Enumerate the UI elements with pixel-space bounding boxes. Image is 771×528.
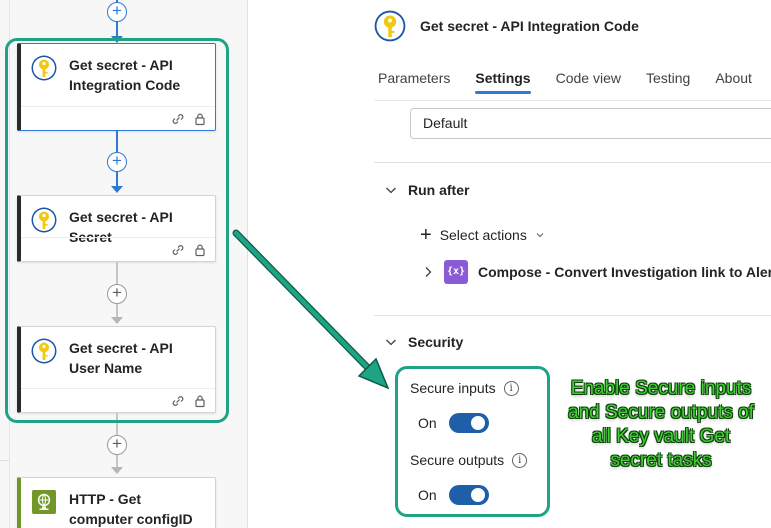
tab-testing[interactable]: Testing	[646, 70, 690, 94]
connector-line	[116, 172, 118, 186]
connector-arrow	[111, 317, 123, 324]
info-icon[interactable]: i	[504, 381, 519, 396]
annotation-callout-text: Enable Secure inputs and Secure outputs …	[566, 377, 756, 473]
compose-icon: {x}	[444, 260, 468, 284]
security-title: Security	[408, 334, 463, 350]
key-vault-icon	[374, 10, 406, 42]
run-after-title: Run after	[408, 182, 469, 198]
connector-line	[116, 413, 118, 435]
lock-icon[interactable]	[193, 243, 207, 257]
add-step-button[interactable]: +	[107, 435, 127, 455]
secure-inputs-toggle-row: On	[418, 413, 489, 433]
action-card-http-get-computer-configid[interactable]: HTTP - Get computer configID from	[17, 477, 216, 528]
secure-outputs-toggle[interactable]	[449, 485, 489, 505]
connector-arrow	[111, 467, 123, 474]
card-footer	[21, 237, 215, 261]
connector-line	[116, 131, 118, 152]
secure-inputs-toggle[interactable]	[449, 413, 489, 433]
run-after-header[interactable]: Run after	[384, 182, 469, 198]
card-footer	[21, 106, 215, 130]
add-icon: +	[420, 227, 432, 243]
tab-settings[interactable]: Settings	[475, 70, 530, 94]
link-icon[interactable]	[171, 112, 185, 126]
link-icon[interactable]	[171, 394, 185, 408]
select-actions-button[interactable]: + Select actions	[420, 227, 545, 243]
security-header[interactable]: Security	[384, 334, 463, 350]
add-step-button[interactable]: +	[107, 152, 127, 172]
lock-icon[interactable]	[193, 394, 207, 408]
chevron-down-icon	[384, 335, 398, 349]
gutter-divider	[0, 460, 10, 461]
section-divider	[374, 315, 771, 316]
tab-parameters[interactable]: Parameters	[378, 70, 450, 94]
panel-tabs: Parameters Settings Code view Testing Ab…	[378, 70, 752, 94]
link-icon[interactable]	[171, 243, 185, 257]
key-vault-icon	[31, 207, 57, 233]
card-title: Get secret - API User Name	[69, 338, 207, 378]
key-vault-icon	[31, 338, 57, 364]
run-after-item-label: Compose - Convert Investigation link to …	[478, 264, 771, 280]
toggle-knob	[471, 488, 485, 502]
tabs-divider	[374, 100, 771, 101]
settings-dropdown[interactable]: Default	[410, 108, 771, 139]
tab-code-view[interactable]: Code view	[556, 70, 621, 94]
lock-icon[interactable]	[193, 112, 207, 126]
secure-inputs-state: On	[418, 415, 437, 431]
secure-inputs-label: Secure inputs	[410, 380, 496, 396]
chevron-right-icon[interactable]	[422, 266, 434, 278]
secure-inputs-field: Secure inputs i	[410, 380, 519, 396]
chevron-down-icon	[535, 230, 545, 240]
panel-header: Get secret - API Integration Code	[374, 10, 639, 42]
connector-line	[116, 22, 118, 36]
connector-line	[116, 304, 118, 317]
canvas-gutter	[0, 0, 10, 528]
action-card-get-secret-api-integration-code[interactable]: Get secret - API Integration Code	[17, 43, 216, 131]
connector-line	[116, 262, 118, 284]
secure-outputs-label: Secure outputs	[410, 452, 504, 468]
connector-arrow	[111, 36, 123, 43]
designer-canvas[interactable]: + Get secret - API Integration Code	[0, 0, 248, 528]
connector-arrow	[111, 186, 123, 193]
secure-outputs-state: On	[418, 487, 437, 503]
section-divider	[374, 162, 771, 163]
http-icon	[31, 489, 57, 515]
secure-outputs-toggle-row: On	[418, 485, 489, 505]
secure-outputs-field: Secure outputs i	[410, 452, 527, 468]
panel-title: Get secret - API Integration Code	[420, 18, 639, 34]
tab-about[interactable]: About	[715, 70, 752, 94]
chevron-down-icon	[384, 183, 398, 197]
key-vault-icon	[31, 55, 57, 81]
connector-line	[116, 455, 118, 467]
run-after-item-compose[interactable]: {x} Compose - Convert Investigation link…	[422, 260, 771, 284]
card-title: HTTP - Get computer configID from	[69, 489, 207, 528]
toggle-knob	[471, 416, 485, 430]
select-actions-label: Select actions	[440, 227, 527, 243]
action-card-get-secret-api-secret[interactable]: Get secret - API Secret	[17, 195, 216, 262]
add-step-button[interactable]: +	[107, 284, 127, 304]
card-title: Get secret - API Integration Code	[69, 55, 207, 95]
action-card-get-secret-api-user-name[interactable]: Get secret - API User Name	[17, 326, 216, 413]
add-step-button[interactable]: +	[107, 2, 127, 22]
card-footer	[21, 388, 215, 412]
info-icon[interactable]: i	[512, 453, 527, 468]
